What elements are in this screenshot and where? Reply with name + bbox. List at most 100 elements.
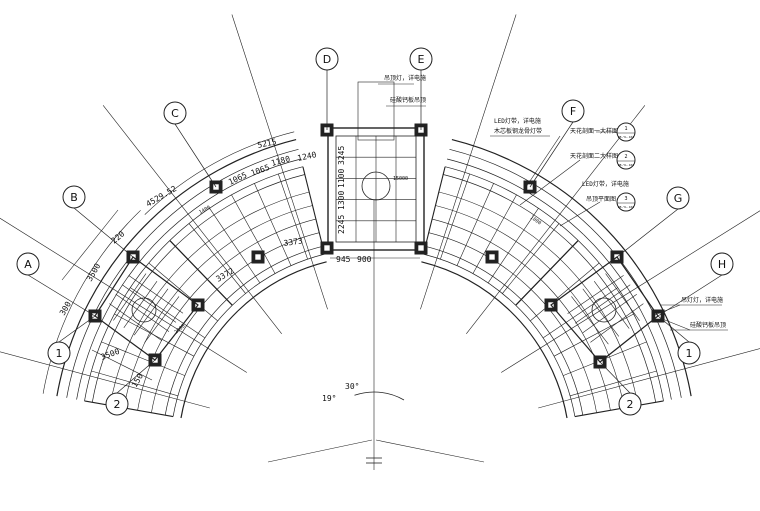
angle-label-right: 30° [345,382,359,391]
axis-bubble-B: B [62,185,86,209]
callout-3: 3 DB-YL-103 [616,192,636,212]
svg-text:1: 1 [686,347,693,360]
svg-text:DB-YL-102: DB-YL-102 [618,163,634,167]
end-platform-left [94,256,199,361]
ceiling-grid-radial [472,194,517,274]
svg-text:B: B [70,191,78,204]
platform-grid [122,284,177,323]
ceiling-grid-radial [502,223,560,294]
svg-text:E: E [418,53,425,66]
ceiling-grid-radial [130,287,206,339]
axis-leader [73,207,134,258]
svg-text:A: A [24,258,32,271]
platform-light-left [131,297,157,323]
note-wood-keel: 木芯板钢龙骨灯带 [494,127,542,135]
ceiling-grid-radial [91,370,178,397]
note-leader [659,317,691,331]
drawing-geometry [0,14,760,470]
dim-arc [144,131,295,215]
svg-text:2: 2 [627,398,634,411]
platform-grid [115,293,170,332]
axis-leader [58,315,96,343]
angle-arc-right [373,391,405,401]
walkway-ring [521,299,584,416]
dim-1065: 1065 [227,170,248,186]
dim-300: 300 [58,300,73,317]
walkway-ring [76,234,165,400]
note-leader [559,201,601,227]
ceiling-grid-radial [84,400,174,418]
axis-bubble-right-2: 2 [618,392,642,416]
ceiling-grid-radial [231,194,276,274]
radial-line [501,210,760,373]
svg-text:H: H [718,258,726,271]
column-core [254,253,262,261]
platform-grid [144,296,180,343]
note-ceiling-light: 吊顶灯，详电施 [384,74,426,82]
walkway-ring [232,253,325,306]
ceiling-grid-radial [302,166,326,255]
ray-left-low [267,439,373,463]
axis-leader [529,121,574,188]
note-pendant-light: 吊灯灯，详电施 [681,296,723,304]
radial-line [466,105,646,334]
ceiling-grid-radial [574,400,664,418]
walkway-ring [509,310,568,419]
pavilion-outline [327,127,425,251]
platform-grid [567,275,624,314]
svg-text:2: 2 [624,154,627,160]
ceiling-grid-radial [440,173,470,260]
svg-text:1: 1 [56,347,63,360]
dim-1400: 1400 [198,205,211,216]
axis-bubble-right-1: 1 [677,341,701,365]
ray-right-low [375,439,485,463]
dim-1240: 1240 [297,150,318,163]
dim-945: 945 [336,255,351,264]
walkway-ring [237,261,327,312]
axis-bubble-D: D [315,47,339,71]
axis-leader [657,315,690,343]
svg-text:F: F [570,105,576,118]
walkway-ring [56,219,151,397]
walkway-ring [451,139,599,221]
svg-text:D: D [323,53,331,66]
walkway-ring [449,148,591,228]
walkway-ring [164,299,227,416]
platform-grid [113,273,147,321]
dim-2245: 2245 [337,215,346,234]
angle-arc-left [354,391,375,396]
dim-line [61,209,119,281]
platform-grid [123,281,158,328]
callout-1: 1 DB-YL-101 [616,122,636,142]
walkway-ring [590,227,682,398]
dim-arc [42,210,141,394]
ceiling-grid-radial [148,262,218,322]
platform-light-right [591,297,617,323]
walkway-ring [583,234,672,400]
dim-3500-bottom: 3500 [100,347,121,362]
end-platform-right [550,256,659,363]
pavilion-light-circle [361,171,391,201]
note-led-strip-1: LED灯带，详电施 [494,117,541,125]
dim-1300: 1300 [337,191,346,210]
walkway-ring [163,158,301,236]
ceiling-grid-radial [487,208,539,284]
platform-grid [571,296,609,345]
column-core [323,244,331,252]
svg-text:DB-YL-103: DB-YL-103 [618,205,634,209]
column-core [417,244,425,252]
platform-grid [128,275,184,314]
radial-line [420,14,517,310]
walkway-ring [423,253,516,306]
dim-3373: 3373 [283,236,304,248]
note-section-2: 天花剖面二大样图 [570,152,618,160]
ceiling-grid-radial [515,240,579,306]
svg-text:G: G [674,192,683,205]
walkway-ring [157,148,299,228]
platform-grid [109,303,163,342]
walkway-ring [172,305,233,417]
axis-bubble-left-2: 2 [105,392,129,416]
walkway-ring [421,261,511,312]
dim-4529: 4529.52 [145,184,179,209]
radial-line [102,105,282,334]
